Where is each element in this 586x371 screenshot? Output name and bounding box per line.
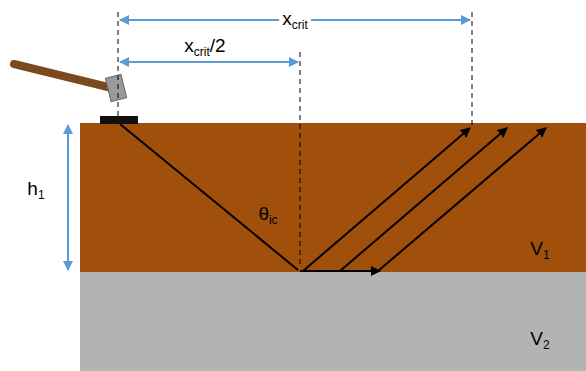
hammer-head [105,74,126,101]
guide-line [472,12,473,126]
source-plate [100,116,138,124]
velocity-label: V2 [527,328,552,352]
refracted-ray [340,128,507,271]
distance-label: xcrit/2 [181,35,228,59]
thickness-label: h1 [24,178,47,202]
refracted-ray [378,128,546,271]
angle-label: θic [255,203,280,227]
refracted-ray [303,128,470,271]
lower-layer [80,272,586,371]
dimension-arrow [120,61,298,63]
distance-label: xcrit [279,8,311,32]
incident-ray [120,124,298,270]
guide-line [118,12,119,116]
velocity-label: V1 [527,238,552,262]
guide-line [300,52,301,268]
dimension-arrow [67,125,69,270]
upper-layer [80,123,586,272]
hammer-handle [14,64,112,88]
